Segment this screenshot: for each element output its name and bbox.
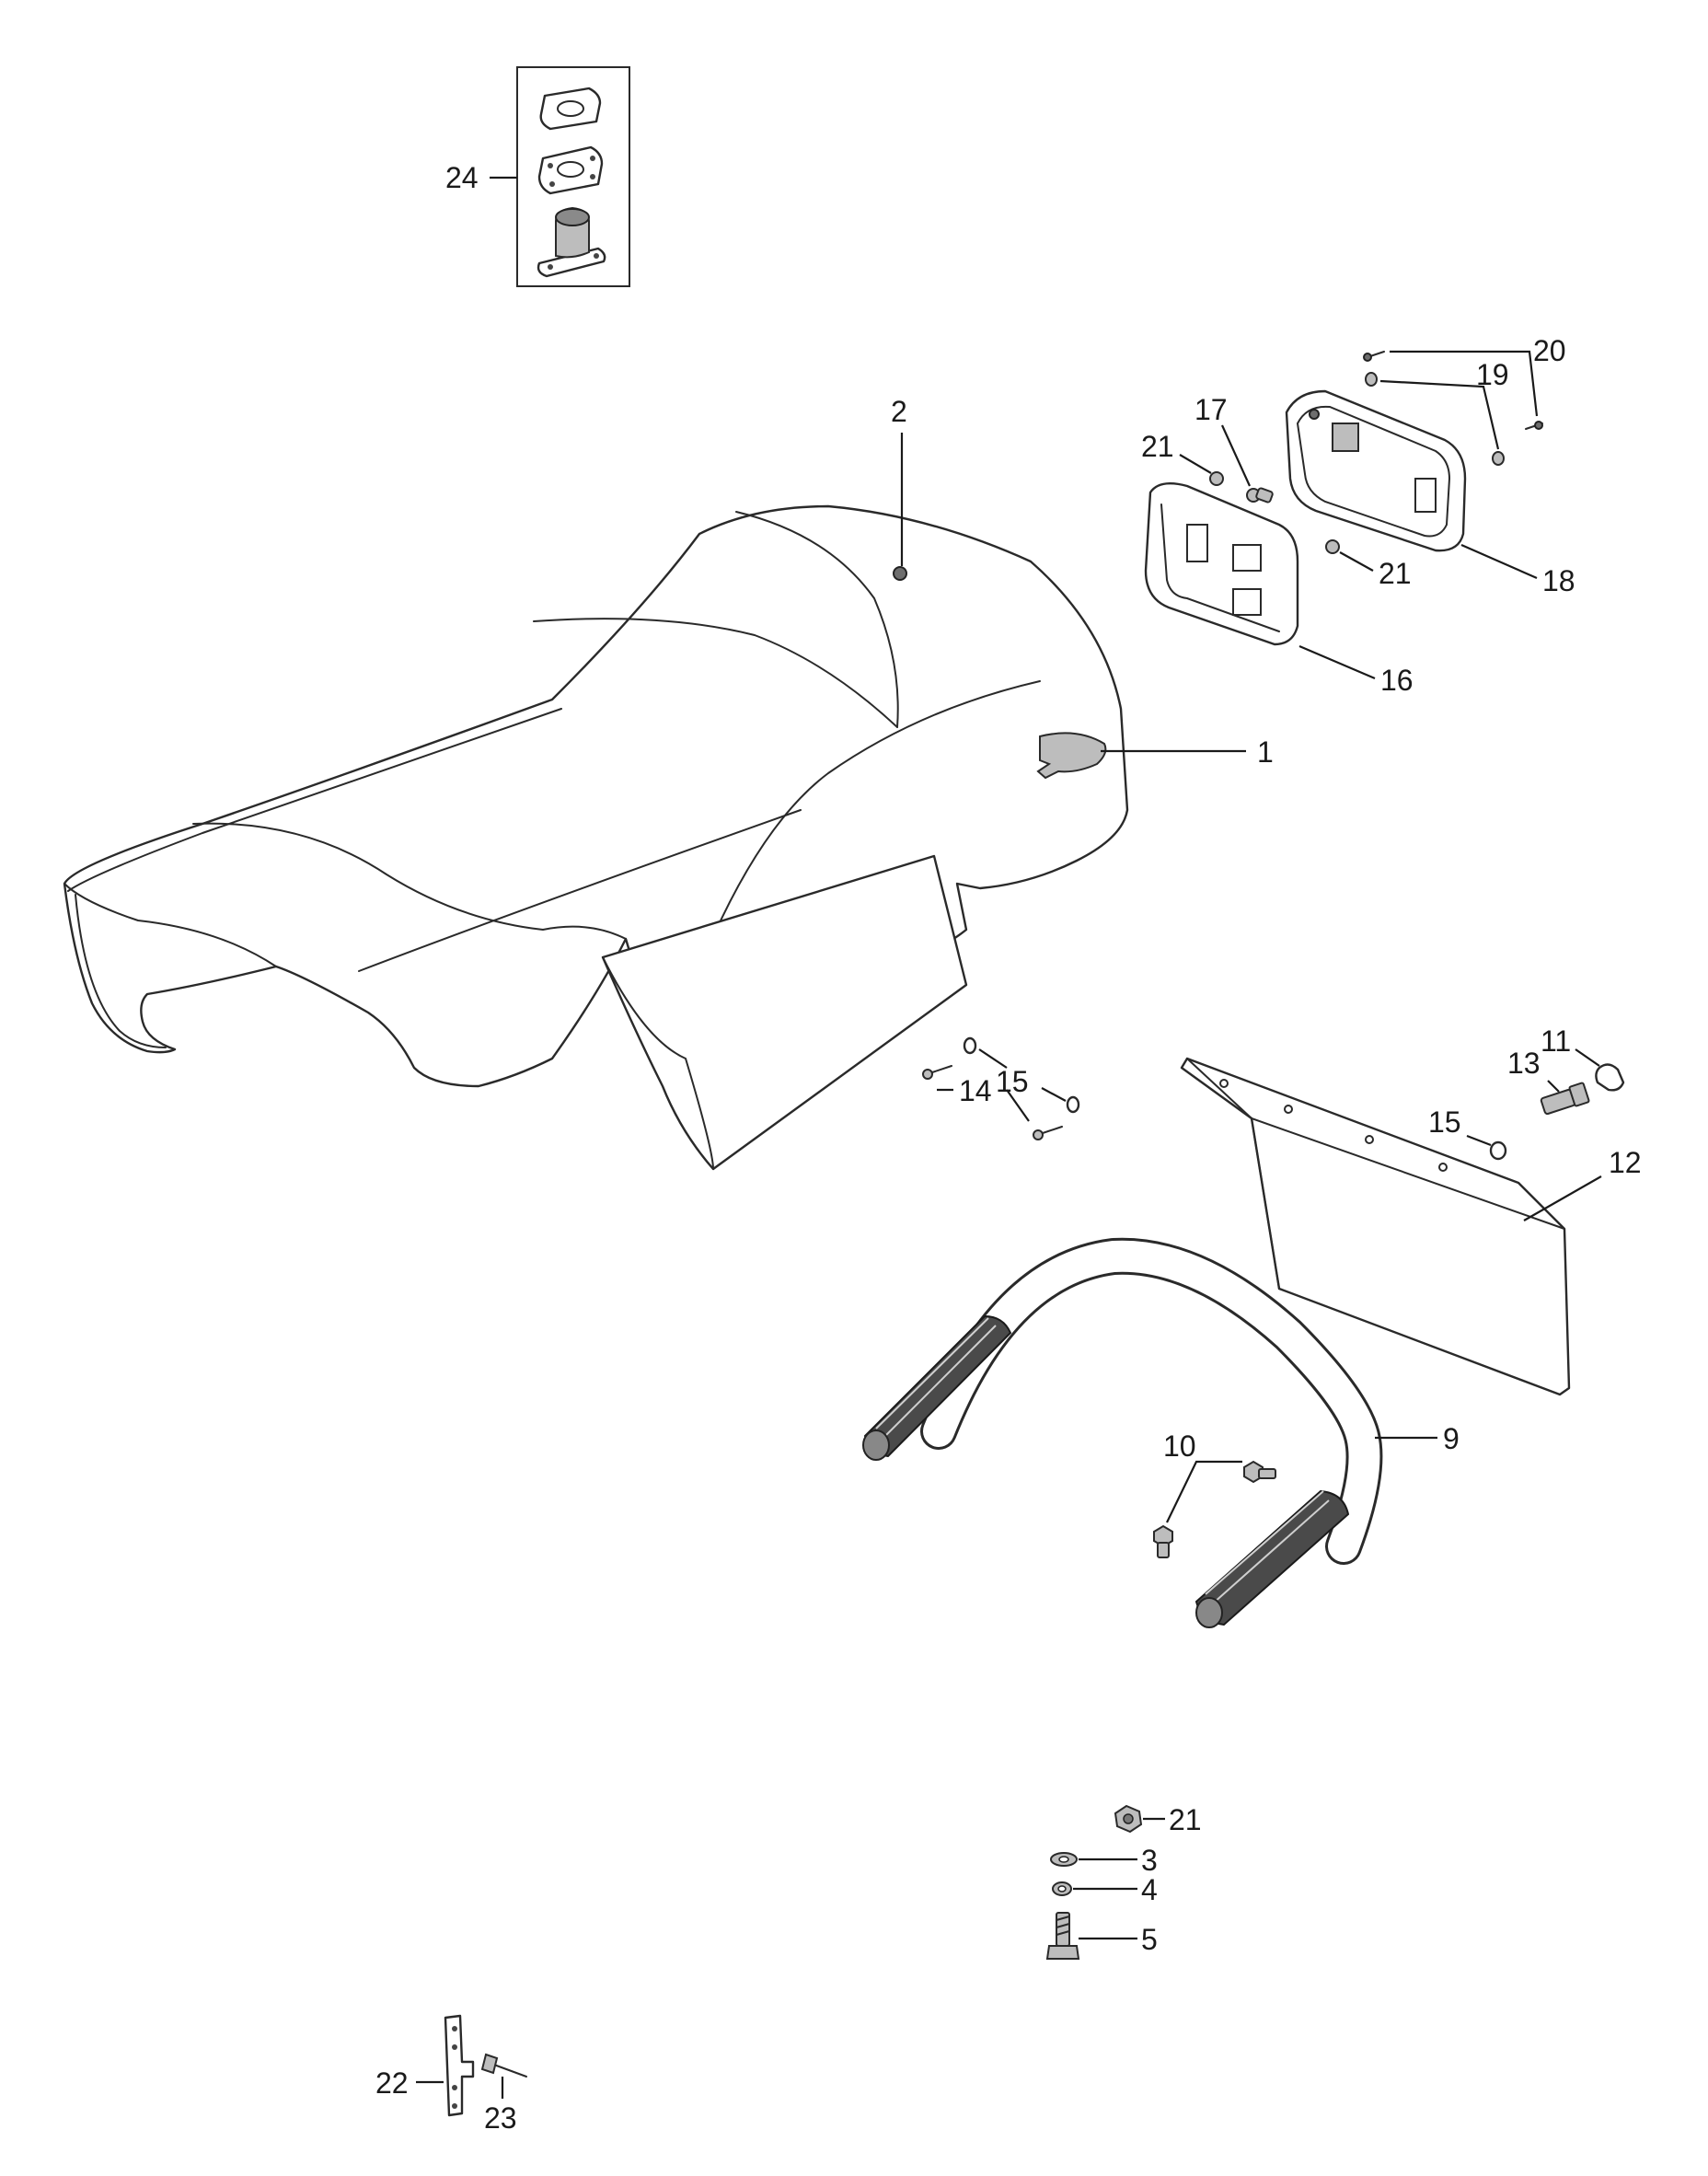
callout-4: 4: [1141, 1873, 1158, 1906]
part-19-washer-b: [1492, 451, 1505, 466]
part-15-washer-c: [1489, 1140, 1507, 1161]
callout-11: 11: [1541, 1024, 1571, 1058]
callout-10: 10: [1163, 1429, 1196, 1463]
part-10-bolt-b: [1153, 1524, 1173, 1558]
part-23-rivet: [480, 2053, 527, 2078]
part-10-bolt-a: [1243, 1460, 1276, 1484]
part-21-nut-b: [1325, 539, 1340, 554]
callout-9: 9: [1443, 1422, 1460, 1455]
part-24-kit: [516, 66, 630, 287]
part-20-screw-b: [1525, 421, 1543, 430]
part-15-washer-a: [963, 1036, 977, 1055]
callout-1: 1: [1257, 735, 1274, 769]
callout-18: 18: [1542, 564, 1575, 597]
callout-15a: 15: [996, 1065, 1029, 1098]
part-19-washer-a: [1365, 372, 1378, 387]
callout-2: 2: [891, 395, 907, 428]
callout-3: 3: [1141, 1844, 1158, 1877]
callout-21b: 21: [1379, 557, 1412, 590]
part-22-hinge: [444, 2014, 475, 2117]
callout-13: 13: [1507, 1047, 1541, 1080]
callout-20: 20: [1533, 334, 1566, 367]
part-17-screw: [1246, 487, 1274, 503]
part-12-mud-flap: [1180, 1057, 1571, 1396]
part-14-screw-b: [1033, 1126, 1063, 1140]
part-16-light-bracket: [1144, 482, 1299, 646]
callout-5: 5: [1141, 1923, 1158, 1956]
callout-21a: 21: [1141, 430, 1174, 463]
part-15-washer-b: [1066, 1095, 1080, 1114]
callout-14: 14: [959, 1074, 992, 1107]
callout-16: 16: [1380, 664, 1414, 697]
part-5-bolt: [1045, 1912, 1080, 1960]
callout-21c: 21: [1169, 1803, 1202, 1836]
callout-23: 23: [484, 2101, 517, 2135]
callout-24: 24: [445, 161, 479, 194]
callout-15b: 15: [1428, 1105, 1461, 1139]
part-18-light-lens: [1285, 389, 1467, 552]
part-2-seat: [63, 504, 1129, 1171]
part-13-bolt: [1540, 1082, 1590, 1116]
part-20-screw-a: [1363, 351, 1385, 362]
part-9-grab-handle: [862, 1237, 1383, 1628]
callout-22: 22: [375, 2066, 409, 2100]
part-11-grommet: [1595, 1063, 1625, 1092]
callout-12: 12: [1609, 1146, 1642, 1179]
part-14-screw-a: [922, 1065, 952, 1080]
callout-17: 17: [1194, 393, 1228, 426]
part-21-nut-c: [1114, 1804, 1143, 1834]
callout-19: 19: [1476, 358, 1509, 391]
part-21-nut-a: [1209, 471, 1224, 486]
